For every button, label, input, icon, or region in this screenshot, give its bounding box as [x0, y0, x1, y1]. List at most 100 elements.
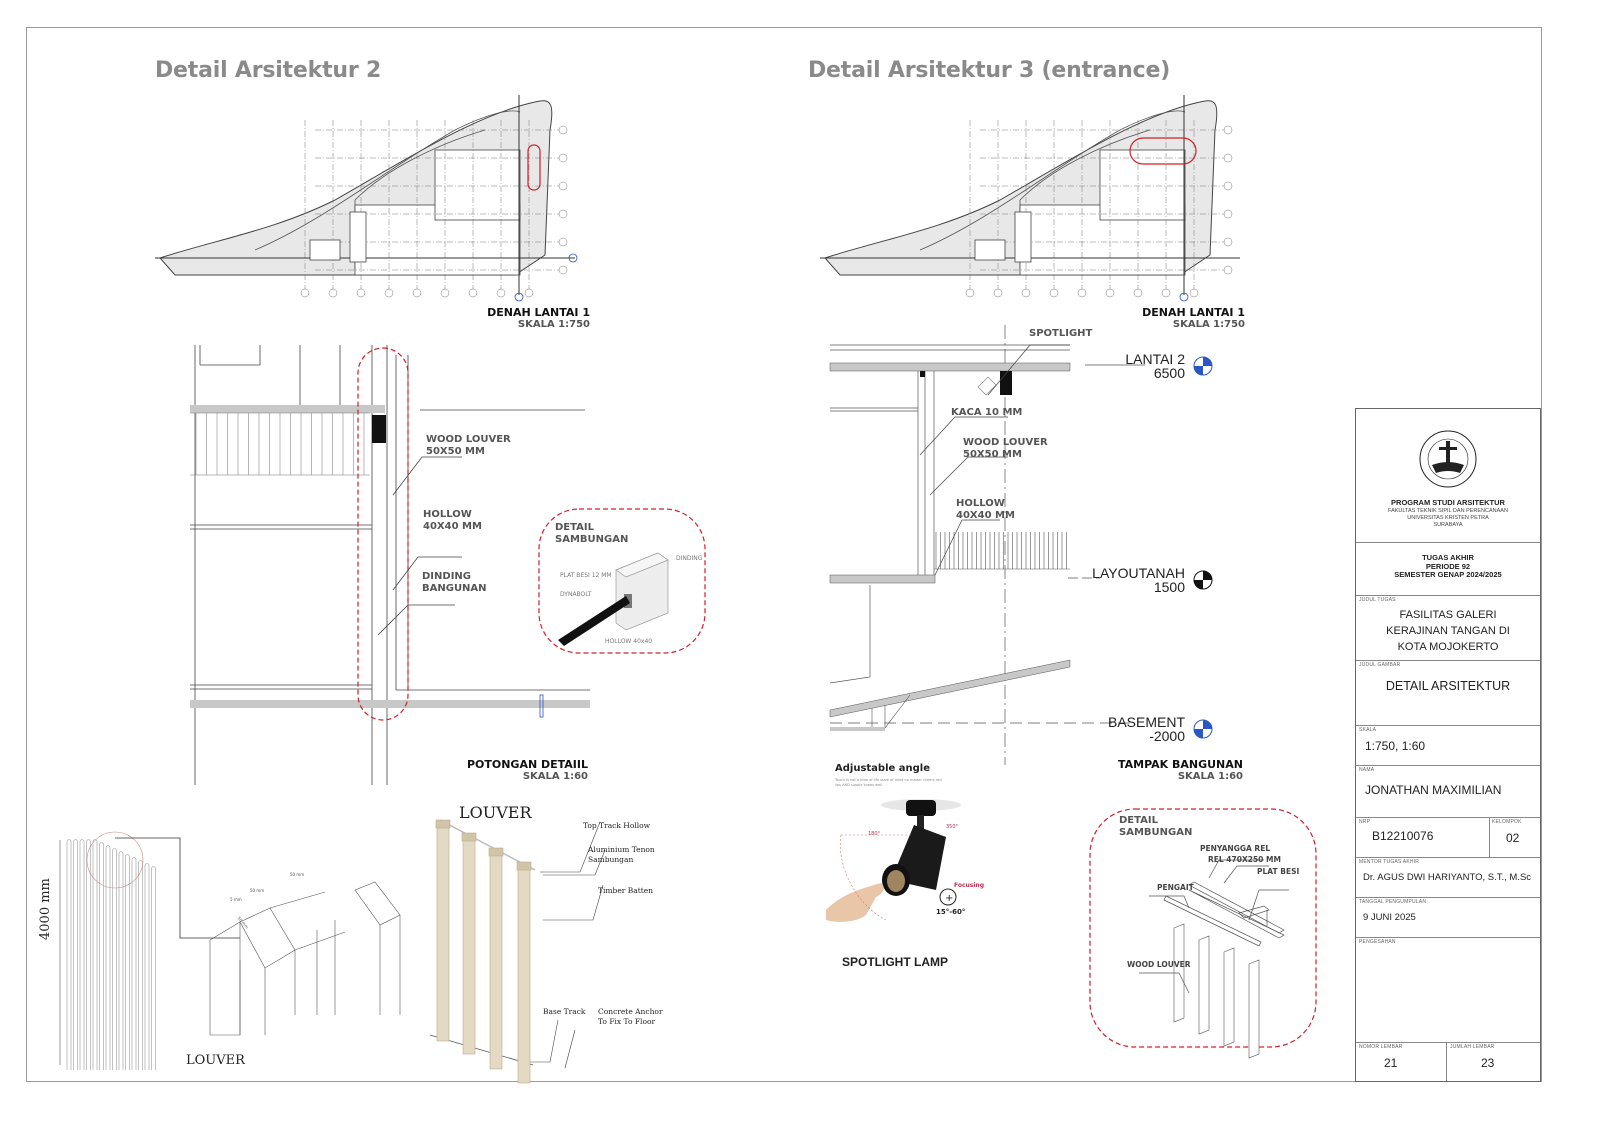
tanggal-caption: TANGGAL PENGUMPULAN [1359, 899, 1427, 905]
assignment-line-3: SEMESTER GENAP 2024/2025 [1394, 570, 1502, 579]
label-spotlight: SPOTLIGHT [1029, 328, 1093, 339]
plan-right-scale: SKALA 1:750 [1172, 319, 1245, 330]
kelompok-value: 02 [1506, 831, 1520, 845]
blind-slat [1248, 959, 1260, 1059]
label-rel: REL 470X250 MM [1208, 855, 1281, 864]
dim-50mm-b: 50 mm [290, 872, 305, 877]
svg-text:+: + [945, 893, 953, 904]
jumlah-lembar-value: 23 [1481, 1056, 1495, 1070]
louver-elevation-title: LOUVER [186, 1053, 245, 1068]
lembar-section: NOMOR LEMBAR 21 JUMLAH LEMBAR 23 [1356, 1042, 1540, 1081]
nrp-section: NRP B12210076 KELOMPOK 02 [1356, 817, 1540, 858]
judul-tugas-section: JUDUL TUGAS FASILITAS GALERI KERAJINAN T… [1356, 595, 1540, 661]
dim-5mm: 5 mm [230, 897, 242, 902]
nrp-caption: NRP [1359, 819, 1371, 825]
judul-gambar: DETAIL ARSITEKTUR [1385, 679, 1511, 693]
plan-left-scale: SKALA 1:750 [517, 319, 590, 330]
judul-tugas-line-2: KERAJINAN TANGAN DI [1386, 625, 1510, 637]
elevation-drawing [829, 325, 1145, 765]
label-hollow-left: HOLLOW 40X40 MM [423, 509, 482, 532]
faculty-name: FAKULTAS TEKNIK SIPIL DAN PERENCANAAN [1388, 508, 1508, 514]
judul-gambar-caption: JUDUL GAMBAR [1359, 662, 1401, 668]
section-detail-drawing [190, 345, 590, 785]
assignment-line-1: TUGAS AKHIR [1422, 553, 1474, 562]
nama-section: NAMA JONATHAN MAXIMILIAN [1356, 765, 1540, 818]
label-concrete-anchor: Concrete Anchor To Fix To Floor [598, 1007, 663, 1026]
level-marker-icon [1193, 356, 1213, 376]
louver-iso-title: LOUVER [459, 803, 532, 822]
pengesahan-section: PENGESAHAN [1356, 937, 1540, 1043]
judul-tugas-caption: JUDUL TUGAS [1359, 597, 1396, 603]
detail-sambungan-left-title: DETAIL SAMBUNGAN [555, 522, 629, 545]
mentor-value: Dr. AGUS DWI HARIYANTO, S.T., M.Sc [1363, 872, 1532, 883]
nama-caption: NAMA [1359, 767, 1375, 773]
section-title-block: POTONGAN DETAIIL SKALA 1:60 [440, 759, 588, 783]
louver-fin [118, 851, 124, 1070]
elevation-scale: SKALA 1:60 [1177, 771, 1243, 782]
spotlight-lamp-icon: + [826, 799, 961, 922]
louver-fin [151, 866, 156, 1070]
assignment-section: TUGAS AKHIR PERIODE 92 SEMESTER GENAP 20… [1356, 542, 1540, 596]
university-logo-icon [1419, 430, 1477, 488]
louver-fin [92, 839, 98, 1070]
level-layoutanah: LAYOUTANAH 1500 [1092, 565, 1185, 595]
tanggal-value: 9 JUNI 2025 [1363, 912, 1416, 923]
louver-fin [125, 854, 130, 1070]
louver-elevation-drawing [59, 831, 401, 1070]
level-basement: BASEMENT -2000 [1107, 714, 1185, 744]
mentor-section: MENTOR TUGAS AKHIR Dr. AGUS DWI HARIYANT… [1356, 857, 1540, 898]
level-lantai-2: LANTAI 2 6500 [1125, 351, 1185, 381]
timber-batten [516, 861, 532, 1084]
spotlight-caption: SPOTLIGHT LAMP [842, 955, 948, 969]
label-hollow-right: HOLLOW 40X40 MM [956, 498, 1015, 521]
plan-left-title: DENAH LANTAI 1 [487, 306, 590, 319]
louver-fin [144, 863, 150, 1070]
plan-right-title: DENAH LANTAI 1 [1142, 306, 1245, 319]
label-kaca: KACA 10 MM [951, 407, 1023, 418]
tanggal-section: TANGGAL PENGUMPULAN 9 JUNI 2025 [1356, 897, 1540, 938]
louver-fin [131, 857, 137, 1070]
plan-right-title-block: DENAH LANTAI 1 SKALA 1:750 [1095, 307, 1245, 331]
label-dinding-left: DINDING BANGUNAN [422, 571, 487, 594]
skala-caption: SKALA [1359, 727, 1377, 733]
nrp-divider [1489, 817, 1490, 857]
label-wood-louver-left: WOOD LOUVER 50X50 MM [426, 434, 511, 457]
elevation-title-block: TAMPAK BANGUNAN SKALA 1:60 [1090, 759, 1243, 783]
louver-iso-drawing [429, 819, 606, 1084]
assignment-line-2: PERIODE 92 [1425, 561, 1471, 571]
judul-gambar-section: JUDUL GAMBAR DETAIL ARSITEKTUR [1356, 660, 1540, 726]
dim-50mm-a: 50 mm [250, 888, 265, 893]
detail-sambungan-left-callout [538, 508, 706, 654]
angle-350: 350° [946, 824, 959, 830]
label-aluminium-tenon: Aluminium Tenon Sambungan [588, 845, 655, 864]
louver-fin [66, 839, 72, 1070]
louver-fin [105, 845, 111, 1070]
label-hollow-detail: HOLLOW 40x40 [605, 638, 653, 645]
label-dynabolt: DYNABOLT [560, 591, 592, 598]
label-wood-louver-right: WOOD LOUVER 50X50 MM [963, 437, 1048, 460]
kelompok-caption: KELOMPOK [1492, 819, 1522, 825]
label-wood-louver-detail: WOOD LOUVER [1127, 960, 1191, 969]
label-plat-besi: PLAT BESI 12 MM [560, 572, 612, 579]
louver-fin [138, 860, 143, 1070]
nama-value: JONATHAN MAXIMILIAN [1365, 783, 1502, 797]
spotlight-subtext: Touch is not a time of life state of min… [835, 778, 942, 787]
nomor-lembar-caption: NOMOR LEMBAR [1359, 1044, 1403, 1050]
city-name: SURABAYA [1433, 522, 1463, 528]
louver-fin [86, 839, 91, 1070]
focusing-label: Focusing [954, 882, 984, 889]
heading-detail-3: Detail Arsitektur 3 (entrance) [808, 58, 1171, 83]
detail-sambungan-right-callout [1089, 808, 1317, 1059]
drawing-sheet-border [26, 27, 1542, 1082]
label-top-track: Top Track Hollow [583, 821, 651, 830]
floor-plan-right [820, 95, 1240, 302]
section-title: POTONGAN DETAIIL [466, 758, 588, 771]
angle-180: 180° [868, 831, 881, 837]
blind-slat [1223, 947, 1235, 1047]
elevation-title: TAMPAK BANGUNAN [1117, 758, 1243, 771]
heading-detail-2: Detail Arsitektur 2 [155, 58, 382, 83]
section-scale: SKALA 1:60 [522, 771, 588, 782]
label-plat-besi-right: PLAT BESI [1257, 867, 1300, 876]
level-marker-icon [1193, 570, 1213, 590]
louver-fin [79, 839, 85, 1070]
